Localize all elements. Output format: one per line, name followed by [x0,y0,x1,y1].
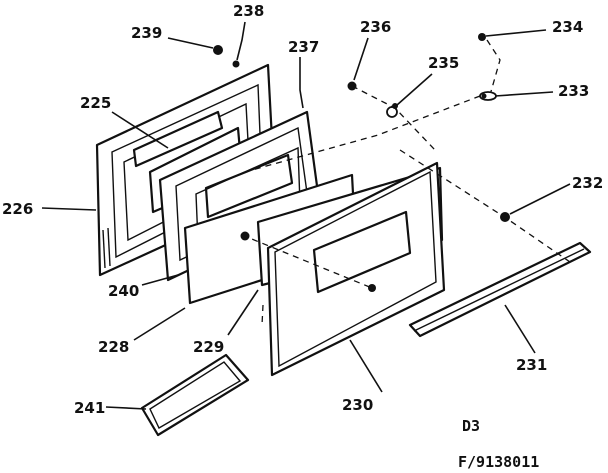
screw-238 [232,60,240,68]
label-228: 228 [98,338,129,356]
screw-234 [478,33,486,41]
hardware [213,33,510,292]
label-236: 236 [360,18,391,36]
leader-lines [41,21,571,410]
label-232: 232 [572,174,603,192]
label-235: 235 [428,54,459,72]
label-234: 234 [552,18,583,36]
diagram-code: D3 [462,417,480,435]
label-230: 230 [342,396,373,414]
window-seal-gasket [140,353,250,437]
screw-236 [347,81,357,91]
label-231: 231 [516,356,547,374]
label-241: 241 [74,399,105,417]
door-handle-strip [408,241,592,338]
label-233: 233 [558,82,589,100]
label-225: 225 [80,94,111,112]
label-226: 226 [2,200,33,218]
screw-232 [500,212,510,222]
screw-239 [213,45,223,55]
bracket-233 [479,91,497,101]
label-229: 229 [193,338,224,356]
label-237: 237 [288,38,319,56]
figure-number: F/9138011 [458,453,539,471]
label-239: 239 [131,24,162,42]
outer-door-panel [266,161,446,377]
screw-240 [240,231,250,241]
clip-235 [386,103,398,118]
label-238: 238 [233,2,264,20]
label-240: 240 [108,282,139,300]
screw-230 [368,284,376,292]
